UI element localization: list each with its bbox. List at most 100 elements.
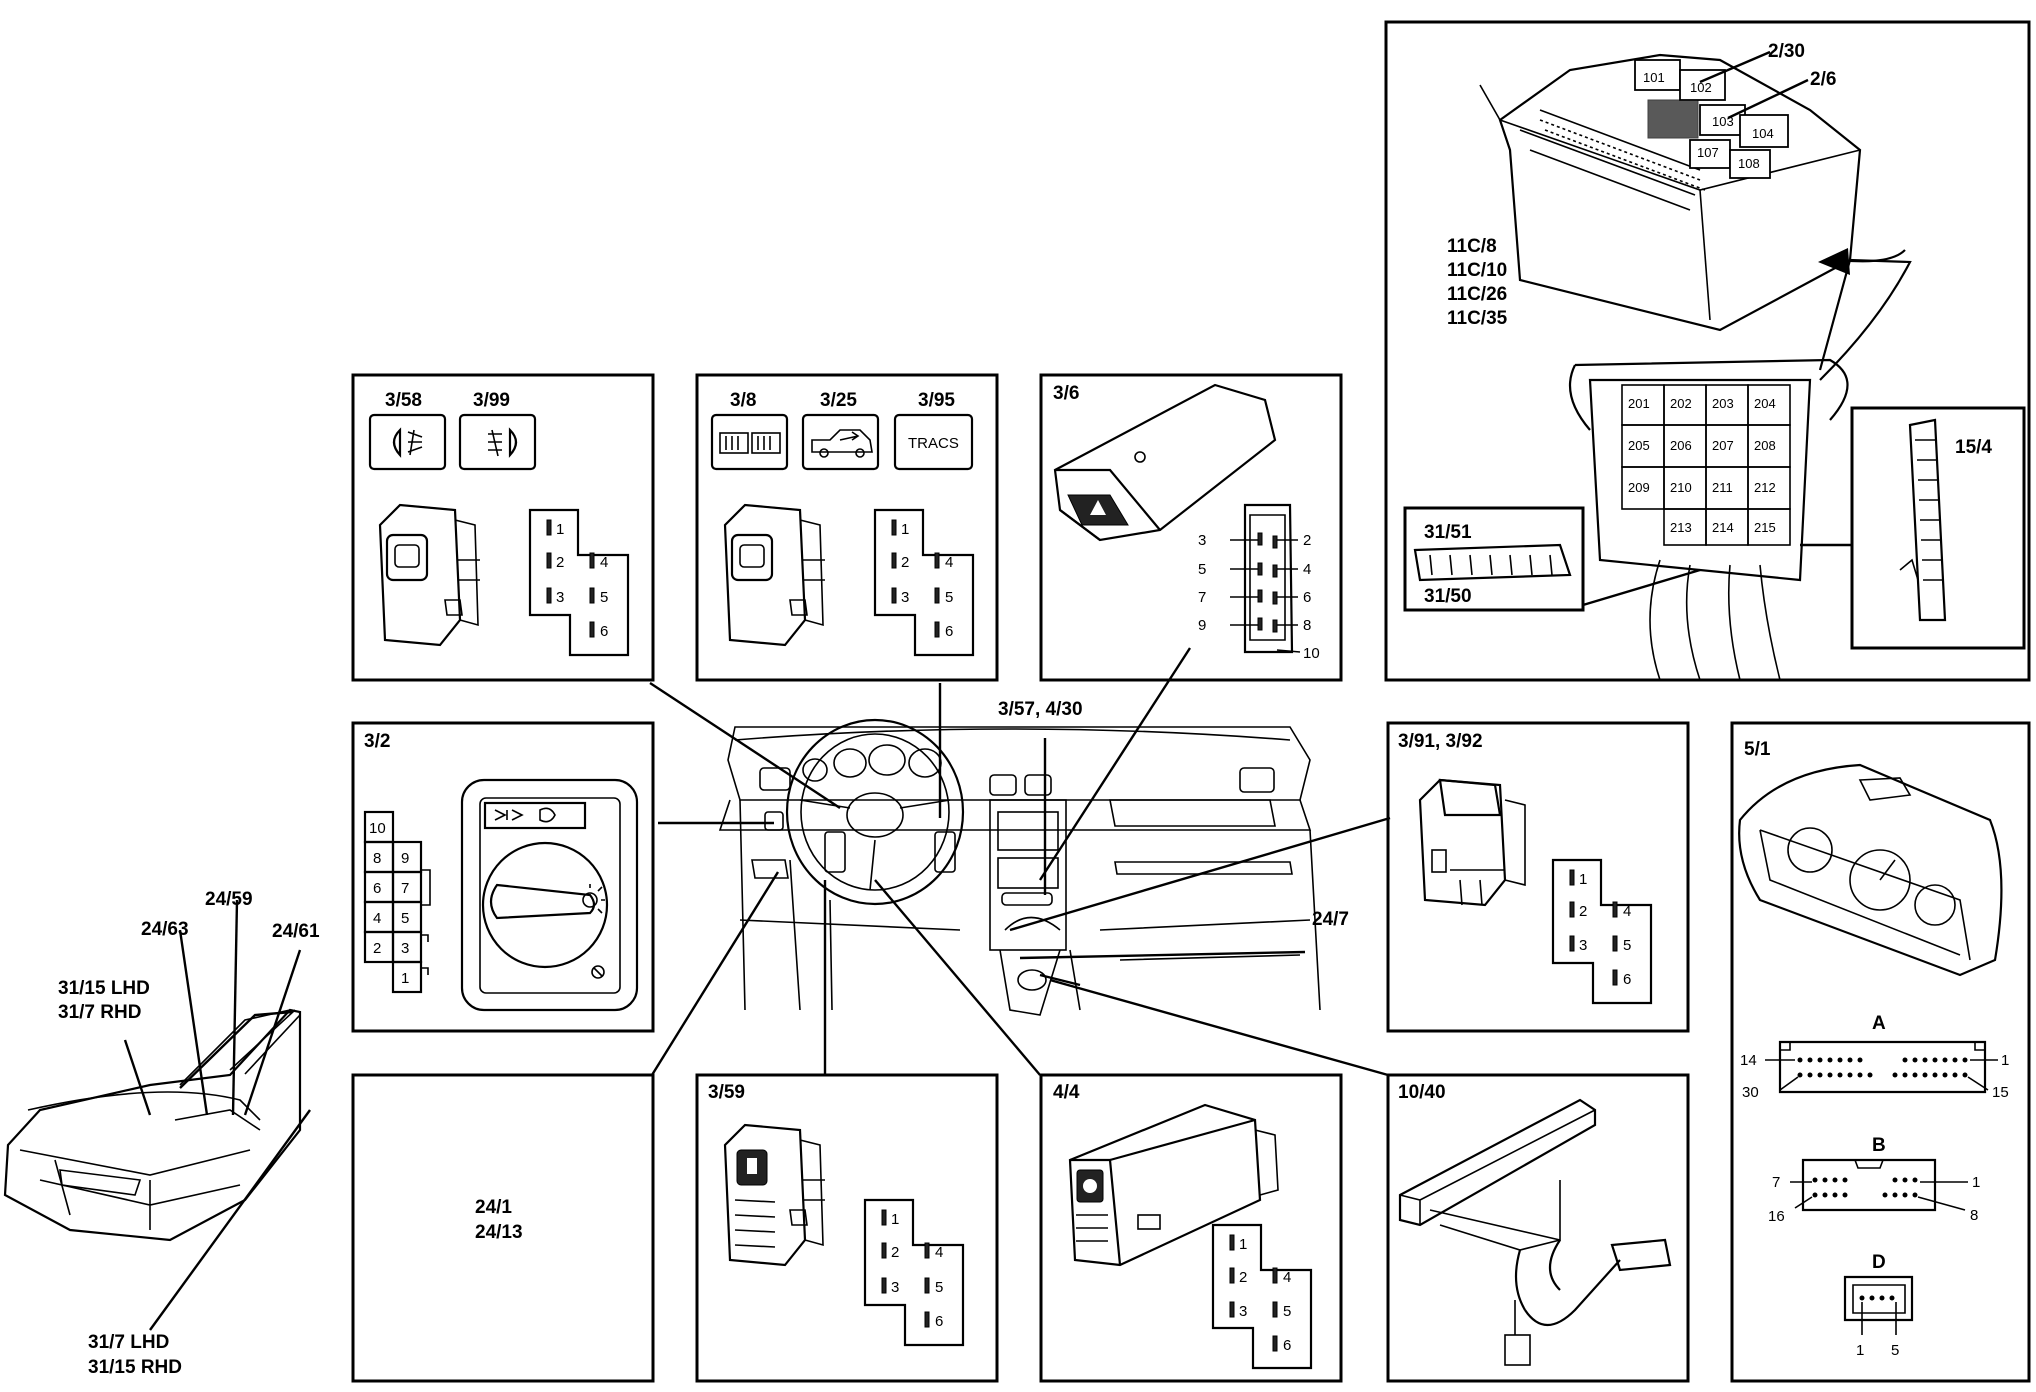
pin-diagram-3-2: 10 8 9 6 7 4 5 2 3 1	[363, 810, 431, 994]
switch-illustration	[723, 1123, 825, 1267]
relay-212: 212	[1754, 480, 1776, 495]
label-3-6: 3/6	[1053, 383, 1079, 404]
pin-1: 1	[556, 521, 564, 538]
pin-5: 5	[1283, 1303, 1291, 1320]
pin-3: 3	[1239, 1303, 1247, 1320]
label-15-4: 15/4	[1955, 437, 1992, 458]
callout-24-63: 24/63	[141, 919, 189, 940]
panel-3-8-3-25-3-95: 3/8 3/25 3/95 TRACS	[695, 373, 999, 682]
label-5-1: 5/1	[1744, 739, 1771, 760]
pin-diagram-3-59: 1 2 4 3 5 6	[863, 1198, 965, 1347]
hazard-switch-illustration	[1053, 383, 1277, 542]
fuse-row-upper	[1539, 119, 1706, 191]
pin-16: 16	[1768, 1208, 1785, 1225]
relay-211: 211	[1712, 480, 1733, 495]
connector-d-label: D	[1872, 1252, 1886, 1273]
relay-202: 202	[1670, 396, 1692, 411]
relay-204: 204	[1754, 396, 1776, 411]
label-3-25: 3/25	[820, 390, 857, 411]
panel-3-58-3-99: 3/58 3/99 1 2 4	[351, 373, 655, 682]
pin-4: 4	[1623, 903, 1631, 920]
pin-30: 30	[1742, 1084, 1759, 1101]
label-11c-10: 11C/10	[1447, 260, 1507, 281]
pin-3: 3	[1579, 937, 1587, 954]
callout-31-7-lhd: 31/7 LHD	[88, 1332, 169, 1353]
pin-6: 6	[373, 880, 381, 897]
relay-208: 208	[1754, 438, 1776, 453]
pin-10: 10	[369, 820, 386, 837]
pin-3: 3	[556, 589, 564, 606]
pin-10: 10	[1303, 645, 1320, 662]
relay-101: 101	[1643, 70, 1665, 85]
relay-215: 215	[1754, 520, 1776, 535]
pin-6: 6	[600, 623, 608, 640]
pin-1: 1	[1579, 871, 1587, 888]
pin-9: 9	[401, 850, 409, 867]
instrument-cluster-illustration	[1738, 763, 2003, 977]
pin-3: 3	[891, 1279, 899, 1296]
pin-2: 2	[1239, 1269, 1247, 1286]
label-3-8: 3/8	[730, 390, 756, 411]
pin-6: 6	[935, 1313, 943, 1330]
pin-5: 5	[945, 589, 953, 606]
relay-107: 107	[1697, 145, 1719, 160]
label-31-51: 31/51	[1424, 522, 1472, 543]
pin-4: 4	[935, 1244, 943, 1261]
pin-7: 7	[401, 880, 409, 897]
panel-3-59: 3/59 1 2 4 3 5 6	[695, 1073, 999, 1383]
label-3-91-3-92: 3/91, 3/92	[1398, 731, 1483, 752]
panel-4-4: 4/4 1 2 4 3 5 6	[1039, 1073, 1343, 1383]
pin-5: 5	[401, 910, 409, 927]
relay-201: 201	[1628, 396, 1650, 411]
relay-209: 209	[1628, 480, 1650, 495]
pin-diagram-4-4: 1 2 4 3 5 6	[1211, 1223, 1313, 1370]
pin-5: 5	[1198, 561, 1206, 578]
panel-3-91-3-92: 3/91, 3/92 1 2 4 3 5 6	[1386, 721, 1690, 1033]
leader-lines	[123, 647, 1391, 1331]
pin-3: 3	[1198, 532, 1206, 549]
pin-3: 3	[901, 589, 909, 606]
pin-2: 2	[901, 554, 909, 571]
car-level-icon	[811, 429, 873, 458]
dashboard-illustration	[718, 718, 1321, 1016]
callout-labels: 3/57, 4/30 24/7 24/59 24/63 24/61 31/15 …	[58, 699, 1349, 1378]
fuse-relay-box-panel: 101 102 103 104 107 108 2/30 2/6 11C/8 1…	[1384, 20, 2031, 682]
pin-1: 1	[1856, 1342, 1864, 1359]
label-3-58: 3/58	[385, 390, 422, 411]
relay-205: 205	[1628, 438, 1650, 453]
pin-5: 5	[935, 1279, 943, 1296]
connector-b-label: B	[1872, 1135, 1886, 1156]
relay-207: 207	[1712, 438, 1734, 453]
front-fog-light-icon	[392, 427, 423, 458]
panel-3-2: 3/2 10 8 9 6 7 4 5 2 3 1	[351, 721, 655, 1033]
label-24-13: 24/13	[475, 1222, 523, 1243]
pin-2: 2	[1579, 903, 1587, 920]
label-3-99: 3/99	[473, 390, 510, 411]
callout-31-7-rhd: 31/7 RHD	[58, 1002, 141, 1023]
panel-3-6: 3/6	[1039, 373, 1343, 682]
pin-diagram-3-58: 1 2 4 3 5 6	[528, 508, 630, 657]
label-2-30: 2/30	[1768, 41, 1805, 62]
relay-108: 108	[1738, 156, 1760, 171]
pin-diagram-3-91: 1 2 4 3 5 6	[1551, 858, 1653, 1005]
label-4-4: 4/4	[1053, 1082, 1080, 1103]
pin-5: 5	[1891, 1342, 1899, 1359]
pin-7: 7	[1198, 589, 1206, 606]
pin-1: 1	[1239, 1236, 1247, 1253]
pin-5: 5	[1623, 937, 1631, 954]
callout-24-59: 24/59	[205, 889, 253, 910]
label-3-2: 3/2	[364, 731, 390, 752]
label-31-50: 31/50	[1424, 586, 1472, 607]
relay-213: 213	[1670, 520, 1692, 535]
connector-d: 1 5	[1843, 1275, 1914, 1359]
pin-15: 15	[1992, 1084, 2009, 1101]
relay-206: 206	[1670, 438, 1692, 453]
pin-2: 2	[556, 554, 564, 571]
callout-24-61: 24/61	[272, 921, 320, 942]
control-unit-illustration	[1068, 1103, 1279, 1267]
pin-8: 8	[1970, 1207, 1978, 1224]
label-10-40: 10/40	[1398, 1082, 1446, 1103]
pin-6: 6	[1303, 589, 1311, 606]
pin-8: 8	[373, 850, 381, 867]
